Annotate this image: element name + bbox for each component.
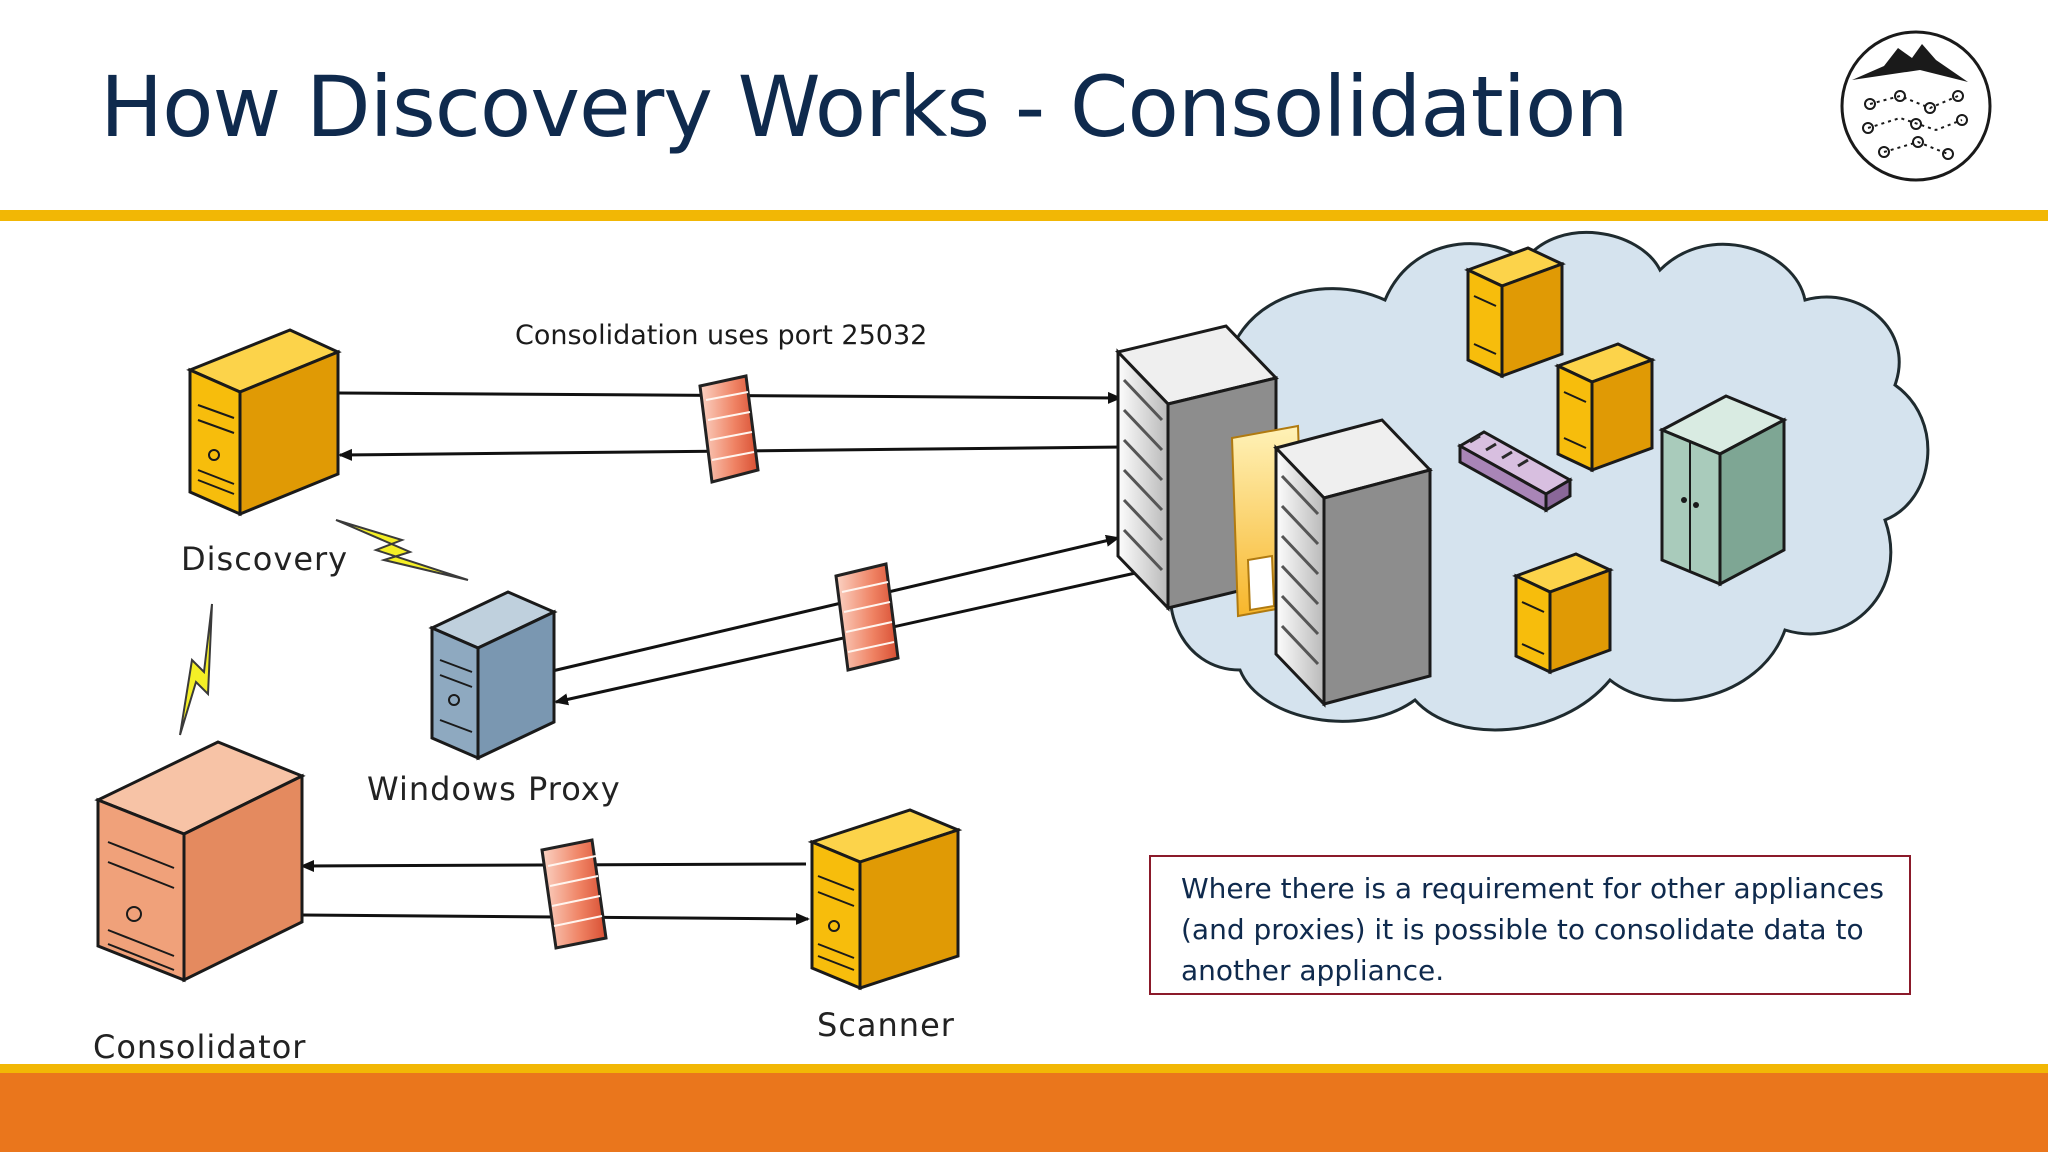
firewall-icon [698, 374, 760, 484]
server-icon [1512, 552, 1614, 675]
server-icon [1464, 246, 1566, 379]
title-divider [0, 210, 2048, 221]
server-icon [1554, 342, 1656, 473]
discovery-label: Discovery [181, 540, 349, 578]
firewall-icon [540, 838, 608, 950]
info-note: Where there is a requirement for other a… [1149, 855, 1911, 995]
windows-proxy-label: Windows Proxy [367, 770, 621, 808]
lightning-icon [335, 519, 469, 581]
scanner-label: Scanner [817, 1006, 955, 1044]
server-icon [94, 740, 306, 983]
footer-divider [0, 1064, 2048, 1073]
server-icon [807, 808, 963, 991]
footer-bar [0, 1073, 2048, 1152]
firewall-icon [834, 562, 900, 672]
server-icon [186, 328, 342, 517]
data-center-icon [1115, 324, 1433, 708]
info-note-text: Where there is a requirement for other a… [1181, 872, 1884, 987]
consolidator-label: Consolidator [93, 1028, 307, 1066]
server-icon [428, 590, 558, 761]
lightning-icon [179, 603, 213, 736]
network-switch-icon [1456, 430, 1574, 513]
cabinet-icon [1658, 394, 1788, 587]
port-note: Consolidation uses port 25032 [515, 320, 928, 351]
page-title: How Discovery Works - Consolidation [100, 58, 1629, 156]
